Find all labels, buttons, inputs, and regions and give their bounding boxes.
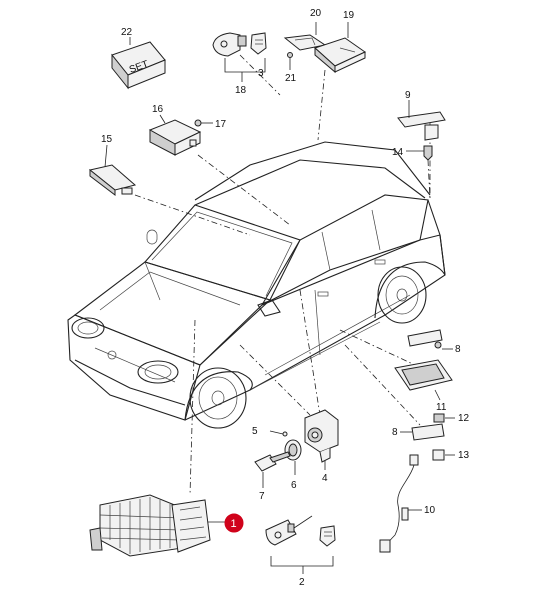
dashed-leader-lines <box>134 54 431 496</box>
part-2-folding-key[interactable] <box>265 515 313 546</box>
callout-1: 1 <box>231 518 237 530</box>
part-4-ignition-lock[interactable] <box>304 409 339 463</box>
callout-2: 2 <box>299 577 305 588</box>
callout-13: 13 <box>458 450 470 461</box>
part-19-control-unit[interactable] <box>314 37 366 74</box>
part-8-bracket-upper[interactable] <box>407 329 443 349</box>
part-2-emblem[interactable] <box>319 525 336 547</box>
callout-15: 15 <box>101 134 113 145</box>
part-21-screw[interactable] <box>287 52 293 58</box>
part-17-screw[interactable] <box>194 119 202 127</box>
callout-1-highlight[interactable] <box>224 513 244 533</box>
part-13-connector[interactable] <box>432 449 445 461</box>
callout-3: 3 <box>258 68 264 79</box>
callout-6: 6 <box>291 480 297 491</box>
part-22-set-kit[interactable]: SET <box>111 41 166 90</box>
callout-4: 4 <box>322 473 328 484</box>
callout-8-lower: 8 <box>392 427 398 438</box>
callout-16: 16 <box>152 104 164 115</box>
part-3-emblem[interactable] <box>250 32 267 55</box>
part-7-key-blank[interactable] <box>254 451 291 472</box>
callout-18: 18 <box>235 85 247 96</box>
part-12-button[interactable] <box>433 413 445 423</box>
callout-17: 17 <box>215 119 227 130</box>
callout-5: 5 <box>252 426 258 437</box>
callout-10: 10 <box>424 505 436 516</box>
part-18-remote-key[interactable] <box>212 32 247 57</box>
part-9-bracket[interactable] <box>397 111 446 141</box>
part-11-panel[interactable] <box>394 359 453 391</box>
callout-9: 9 <box>405 90 411 101</box>
callout-21: 21 <box>285 73 297 84</box>
callout-19: 19 <box>343 10 355 21</box>
vehicle-outline <box>67 141 446 429</box>
callout-20: 20 <box>310 8 322 19</box>
part-10-cable[interactable] <box>379 454 419 553</box>
callout-7: 7 <box>259 491 265 502</box>
callout-12: 12 <box>458 413 470 424</box>
callout-14: 14 <box>392 147 404 158</box>
part-16-module[interactable] <box>148 119 202 156</box>
part-14-clip[interactable] <box>423 145 433 161</box>
callout-11: 11 <box>436 402 447 413</box>
part-8-bracket-lower[interactable] <box>411 423 445 441</box>
part-1-control-unit[interactable] <box>89 494 211 557</box>
part-5-pin[interactable] <box>269 430 288 437</box>
callout-8-upper: 8 <box>455 344 461 355</box>
callout-22: 22 <box>121 27 133 38</box>
part-15-sensor[interactable] <box>88 164 137 197</box>
